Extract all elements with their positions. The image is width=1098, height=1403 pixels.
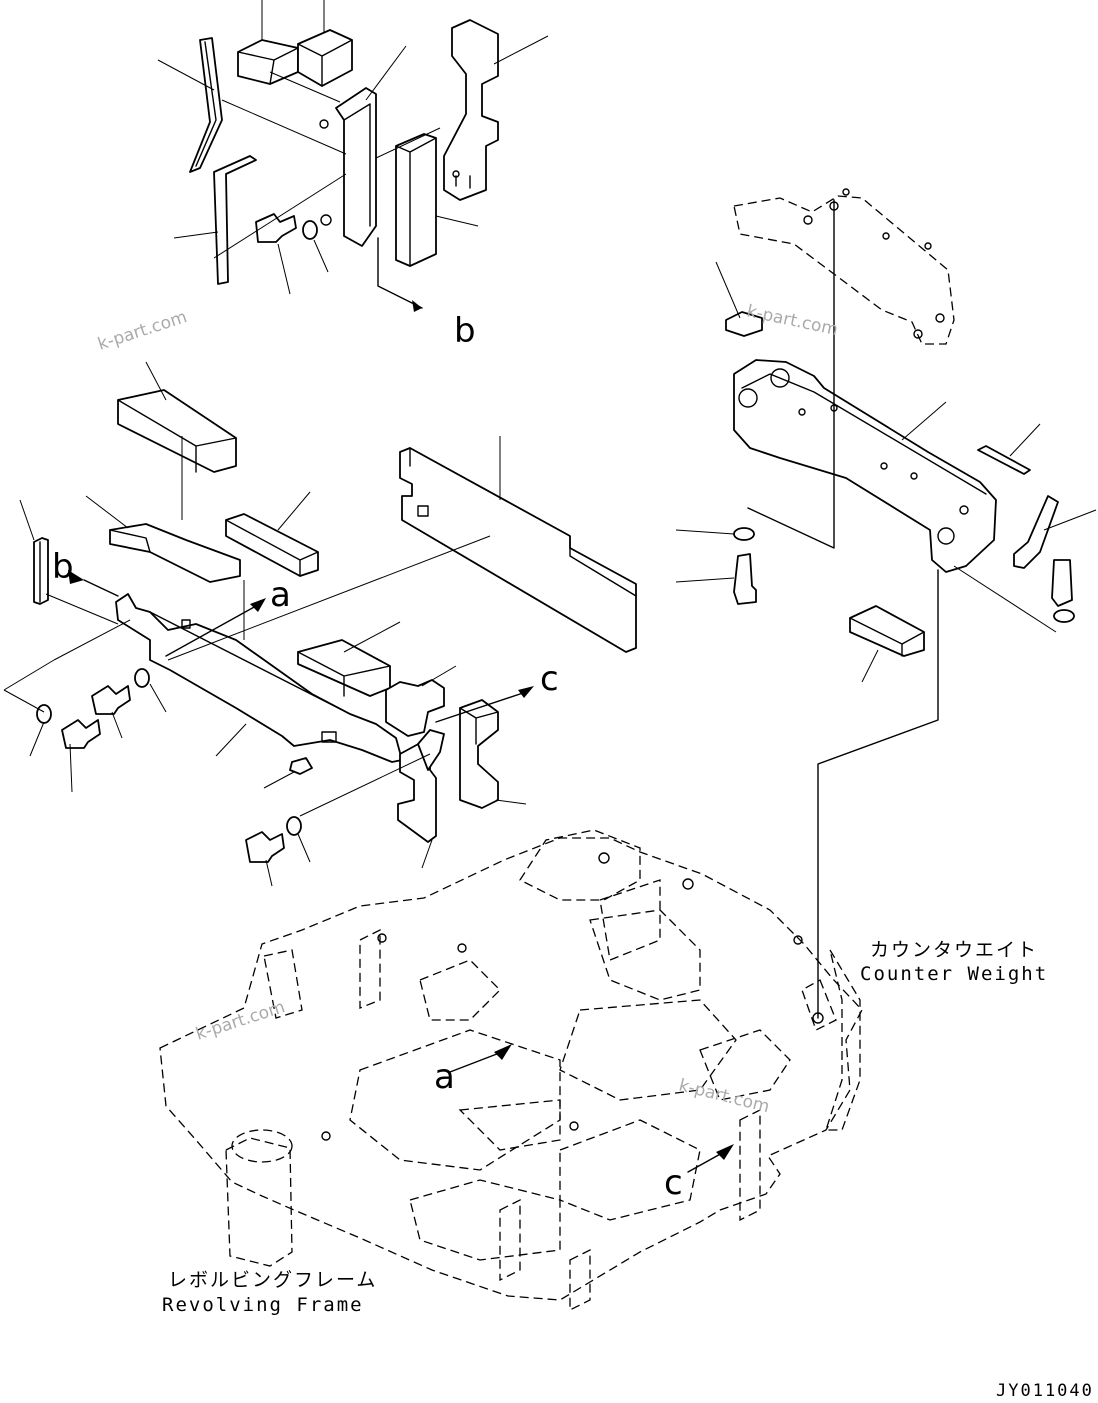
marker-b-lower: b xyxy=(52,547,74,587)
washer-top-left xyxy=(302,220,318,240)
bolt-right-2 xyxy=(733,553,757,605)
stepped-block xyxy=(385,679,445,737)
marker-a-upper: a xyxy=(270,575,291,615)
bolt-left-2 xyxy=(61,719,101,749)
bracket-tab xyxy=(417,729,445,771)
foam-block-vertical xyxy=(395,133,437,267)
marker-a-lower: a xyxy=(434,1057,455,1097)
washer-right xyxy=(1053,609,1075,623)
bolt-left-1 xyxy=(91,685,131,715)
seal-strip-right xyxy=(977,445,1031,475)
counter-weight-label-en: Counter Weight xyxy=(860,963,1048,985)
small-clip xyxy=(289,757,313,775)
watermark-2: k-part.com xyxy=(745,301,840,340)
washer-lower xyxy=(286,816,302,836)
drawing-code: JY011040 xyxy=(996,1381,1094,1401)
right-parts-group xyxy=(675,188,1097,1019)
seal-strip-left xyxy=(33,537,49,605)
washer-left-2 xyxy=(36,704,52,724)
revolving-frame-label-jp: レボルビングフレーム xyxy=(168,1269,377,1291)
bent-seal-strip xyxy=(189,37,223,173)
revolving-frame xyxy=(159,829,863,1312)
foam-pad-l-shaped xyxy=(109,523,241,583)
middle-left-parts-group xyxy=(3,361,637,887)
top-left-parts-group xyxy=(157,0,549,312)
main-mounting-plate xyxy=(733,359,997,573)
foam-block-right xyxy=(849,605,925,657)
upper-bracket-plate xyxy=(733,195,955,345)
marker-c-upper: c xyxy=(540,659,559,699)
watermark-4: k-part.com xyxy=(677,1075,772,1117)
bolt-right xyxy=(1051,559,1073,607)
l-seal-strip xyxy=(213,155,257,285)
angled-foam-pad xyxy=(459,699,499,809)
tall-shaped-panel xyxy=(443,19,499,201)
watermark-3: k-part.com xyxy=(193,997,287,1045)
small-foam-tab xyxy=(725,311,763,337)
long-cover-panel xyxy=(399,447,637,653)
counter-weight-label-jp: カウンタウエイト xyxy=(870,939,1038,961)
watermark-1: k-part.com xyxy=(95,307,189,355)
washer-right-2 xyxy=(733,527,755,541)
marker-b-upper: b xyxy=(454,311,476,351)
foam-block-top xyxy=(117,389,237,473)
foam-pad-small-1 xyxy=(237,39,299,85)
revolving-frame-label-en: Revolving Frame xyxy=(162,1294,364,1316)
bolt-lower xyxy=(245,831,285,863)
marker-c-lower: c xyxy=(664,1163,683,1203)
bolt-top-left xyxy=(255,213,297,243)
angled-bracket-right xyxy=(1013,495,1059,569)
washer-left-1 xyxy=(134,668,150,688)
vertical-bracket xyxy=(335,87,377,247)
foam-pad-small-2 xyxy=(297,29,353,87)
